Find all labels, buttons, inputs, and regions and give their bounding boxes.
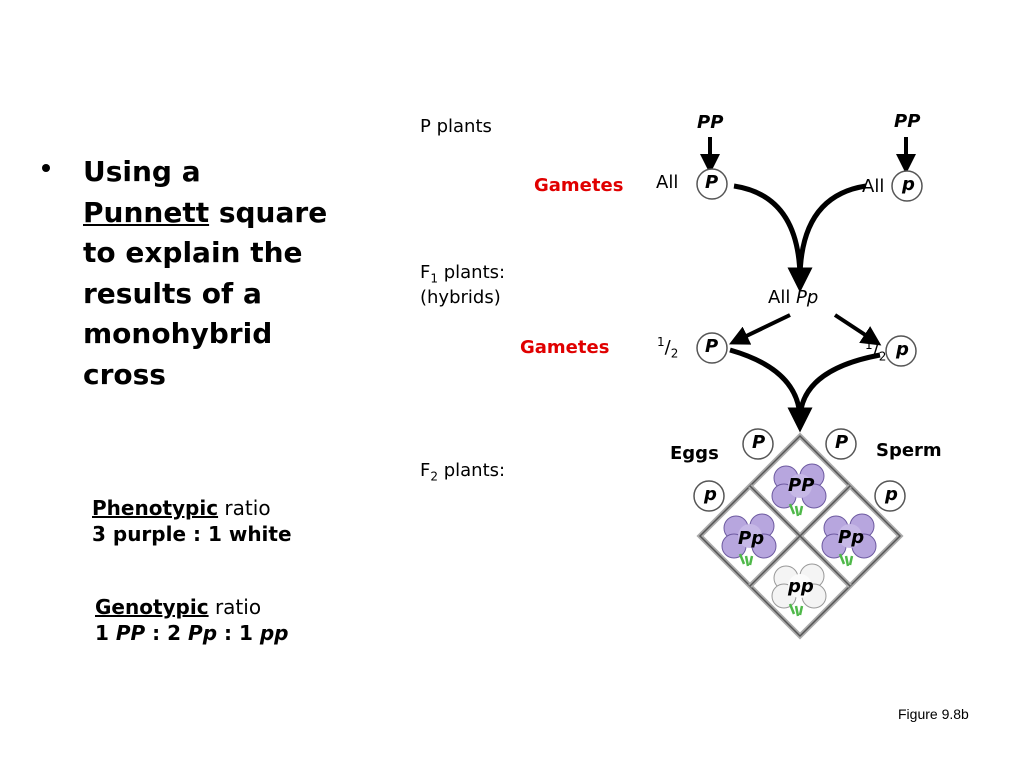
cell-right-genotype: Pp: [838, 527, 865, 548]
gamete-circle: [885, 335, 917, 367]
half-left-fraction: 1/2: [657, 335, 679, 361]
gamete-circle: [693, 480, 725, 512]
gamete-left-allele: P: [705, 172, 719, 193]
square-word: square: [209, 195, 328, 229]
hybrids-label: (hybrids): [420, 287, 501, 308]
gamete-circle: [696, 168, 728, 200]
egg-bottom-allele: p: [704, 484, 717, 505]
eggs-label: Eggs: [670, 443, 719, 464]
punnett-word: Punnett: [83, 195, 210, 229]
phenotypic-ratio: Phenotypic ratio 3 purple : 1 white: [92, 495, 292, 547]
bullet-line: results of a: [83, 276, 262, 310]
gamete-circle: [696, 332, 728, 364]
phenotypic-title: Phenotypic: [92, 496, 219, 520]
figure-label: Figure 9.8b: [898, 706, 969, 722]
arrow-icon: [729, 347, 803, 421]
genotypic-value: 1 PP : 2 Pp : 1 pp: [95, 621, 289, 645]
cell-bottom-genotype: pp: [788, 576, 814, 597]
genotypic-title: Genotypic: [95, 595, 209, 619]
arrow-icon: [728, 313, 791, 345]
parent-left-genotype: PP: [697, 112, 724, 133]
bullet-line: to explain the: [83, 236, 303, 269]
f1-gamete-right-allele: p: [896, 339, 909, 360]
sperm-top-allele: P: [835, 432, 849, 453]
sperm-label: Sperm: [876, 440, 942, 461]
gamete-right-allele: p: [902, 174, 915, 195]
cell-top-genotype: PP: [788, 475, 815, 496]
genotypic-ratio: Genotypic ratio 1 PP : 2 Pp : 1 pp: [95, 594, 288, 646]
flower-purple-icon: [821, 513, 877, 567]
bullet-line: Using a: [83, 155, 201, 188]
f2-plants-label: F2 plants:: [420, 460, 506, 484]
half-right-fraction: 1/2: [865, 338, 887, 364]
genotypic-suffix: ratio: [208, 595, 262, 619]
f1-gamete-left-allele: P: [705, 336, 719, 357]
bullet-dot-icon: [42, 164, 50, 172]
sperm-bottom-allele: p: [885, 484, 898, 505]
all-right-label: All: [862, 176, 885, 197]
p-plants-label: P plants: [420, 116, 492, 137]
phenotypic-value: 3 purple : 1 white: [92, 522, 292, 546]
gametes-label-1: Gametes: [534, 175, 624, 196]
egg-top-allele: P: [752, 432, 766, 453]
gamete-circle: [874, 480, 906, 512]
flower-white-icon: [771, 563, 827, 617]
bullet-line: Punnett square: [83, 193, 353, 234]
phenotypic-suffix: ratio: [218, 496, 271, 520]
all-pp-label: All Pp: [768, 287, 819, 308]
parent-right-genotype: PP: [894, 111, 921, 132]
punnett-square: [696, 432, 904, 640]
gamete-circle: [742, 428, 774, 460]
gametes-label-2: Gametes: [520, 337, 610, 358]
bullet-text: Using a Punnett square to explain the re…: [83, 152, 353, 395]
arrow-icon: [833, 313, 882, 346]
gamete-circle: [891, 170, 923, 202]
bullet-line: monohybrid: [83, 317, 273, 350]
gamete-circle: [825, 428, 857, 460]
arrow-icon: [733, 183, 803, 281]
flower-purple-icon: [771, 463, 827, 517]
all-left-label: All: [656, 172, 679, 193]
flower-purple-icon: [721, 513, 777, 567]
f1-plants-label: F1 plants:: [420, 262, 506, 286]
cell-left-genotype: Pp: [738, 528, 765, 549]
bullet-line: cross: [83, 357, 166, 391]
